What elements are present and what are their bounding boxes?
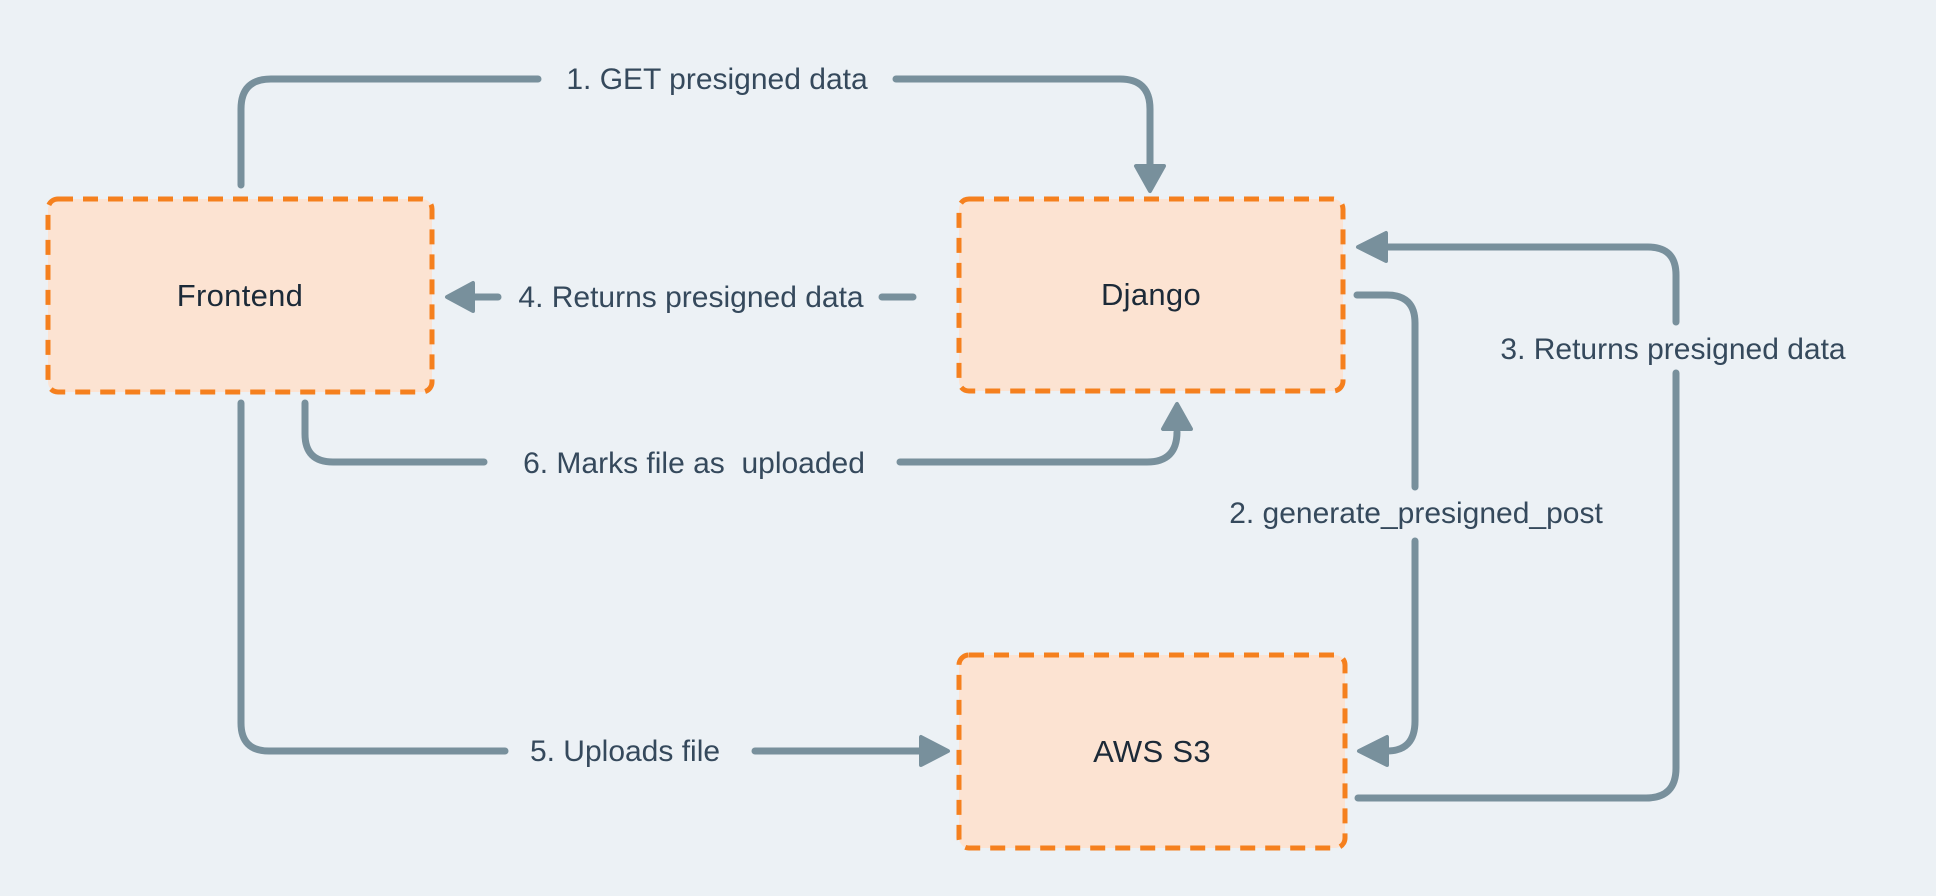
node-aws-s3: AWS S3 — [1093, 733, 1211, 769]
node-django: Django — [1100, 277, 1202, 312]
edge-5-label: 5. Uploads file — [529, 735, 721, 768]
edge-4-label: 4. Returns presigned data — [518, 281, 864, 314]
edge-6-path-end — [896, 428, 1181, 466]
edge-1-arrowhead — [1134, 164, 1166, 193]
node-django-box — [956, 196, 1346, 394]
edge-2-label: 2. generate_presigned_post — [1229, 497, 1603, 530]
edge-1-path-start — [237, 75, 542, 189]
edge-6-label: 6. Marks file as uploaded — [523, 447, 865, 480]
edge-6-path-start — [301, 399, 488, 466]
edge-3-arrowhead — [1356, 231, 1388, 263]
edge-2-arrowhead — [1357, 735, 1389, 767]
edge-6-arrowhead — [1161, 402, 1193, 431]
edge-1-path-end — [892, 75, 1154, 170]
edge-3-path-start — [1354, 369, 1680, 802]
edge-4-arrowhead — [445, 281, 475, 313]
edge-5-path-start — [237, 399, 509, 755]
edge-2-path-start — [1353, 291, 1419, 491]
node-frontend-box — [45, 196, 435, 395]
node-aws-s3-box — [956, 652, 1348, 851]
edge-5-arrowhead — [919, 735, 950, 767]
edge-3-label: 3. Returns presigned data — [1500, 333, 1846, 366]
edge-3-path-end — [1382, 243, 1680, 326]
node-frontend: Frontend — [176, 277, 304, 313]
edge-1-label: 1. GET presigned data — [566, 63, 868, 96]
edge-2-path-end — [1383, 537, 1419, 755]
